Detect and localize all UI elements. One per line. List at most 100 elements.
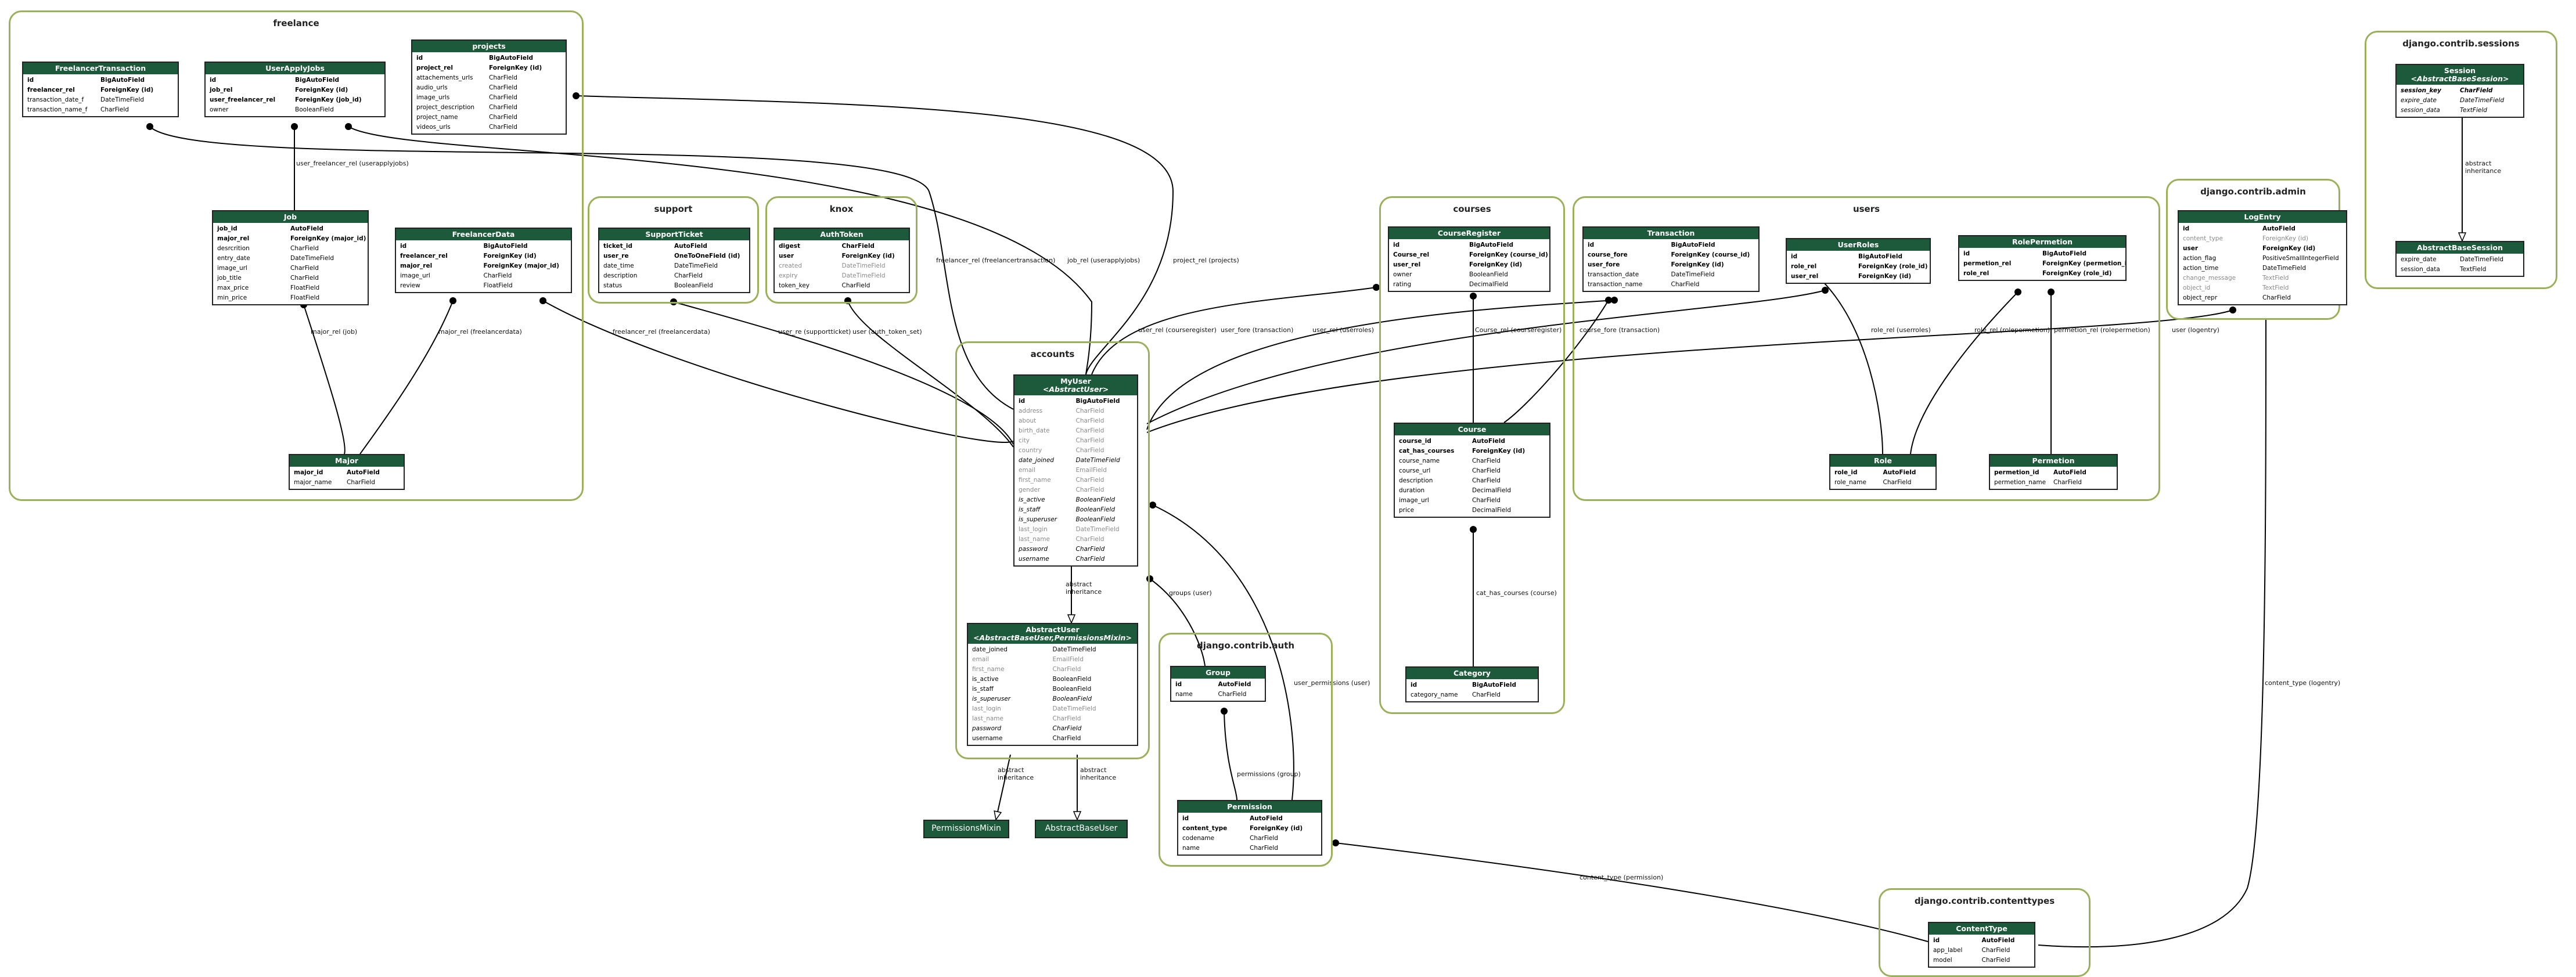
field-type: ForeignKey (role_id) bbox=[2042, 270, 2112, 277]
field-name: change_message bbox=[2183, 275, 2236, 282]
field-type: DateTimeField bbox=[2460, 256, 2504, 263]
edge-e24 bbox=[1152, 504, 1294, 801]
field-type: BooleanField bbox=[295, 106, 334, 113]
field-name: is_superuser bbox=[1019, 516, 1057, 523]
field-type: EmailField bbox=[1052, 656, 1084, 663]
field-name: about bbox=[1019, 417, 1037, 424]
field-type: CharField bbox=[1981, 947, 2010, 954]
field-name: password bbox=[972, 725, 1002, 732]
class-permissionsmixin[interactable]: PermissionsMixin bbox=[923, 820, 1009, 838]
model-title: Transaction bbox=[1584, 228, 1758, 239]
edge-dot bbox=[539, 297, 546, 304]
field-name: id bbox=[27, 77, 34, 84]
field-type: DateTimeField bbox=[290, 255, 334, 262]
field-name: password bbox=[1019, 546, 1048, 553]
field-name: role_rel bbox=[1791, 263, 1817, 270]
field-name: last_login bbox=[1019, 526, 1048, 533]
field-type: CharField bbox=[1218, 691, 1247, 698]
field-name: app_label bbox=[1933, 947, 1963, 954]
field-type: ForeignKey (id) bbox=[295, 86, 348, 93]
inheritance-arrow bbox=[1067, 614, 1076, 624]
cluster-title: django.contrib.auth bbox=[1196, 640, 1295, 651]
field-name: object_repr bbox=[2183, 294, 2218, 301]
edge-dot bbox=[2229, 307, 2236, 313]
model-name: CourseRegister bbox=[1437, 229, 1501, 237]
field-name: id bbox=[1933, 937, 1940, 944]
field-name: address bbox=[1019, 408, 1043, 414]
edge-dot bbox=[1611, 297, 1618, 304]
model-title: FreelancerData bbox=[396, 229, 571, 240]
field-name: last_login bbox=[972, 705, 1001, 712]
field-name: date_joined bbox=[972, 646, 1008, 653]
inheritance-arrow bbox=[2458, 232, 2467, 242]
field-name: expire_date bbox=[2401, 256, 2437, 263]
field-name: category_name bbox=[1411, 691, 1458, 698]
field-name: project_name bbox=[416, 114, 458, 121]
field-type: ForeignKey (id) bbox=[1472, 448, 1526, 455]
edge-e8 bbox=[673, 301, 1014, 445]
field-name: username bbox=[972, 735, 1003, 742]
edge-dot bbox=[1822, 287, 1829, 294]
field-name: image_urls bbox=[416, 94, 450, 101]
field-type: ForeignKey (major_id) bbox=[290, 235, 366, 242]
field-type: CharField bbox=[290, 275, 319, 282]
field-name: course_name bbox=[1399, 457, 1440, 464]
field-type: CharField bbox=[1472, 457, 1501, 464]
class-abstractbaseuser[interactable]: AbstractBaseUser bbox=[1035, 820, 1128, 838]
model-title: UserRoles bbox=[1787, 239, 1930, 251]
field-type: ForeignKey (id) bbox=[100, 86, 154, 93]
field-name: id bbox=[416, 55, 423, 62]
field-name: is_active bbox=[1019, 496, 1045, 503]
field-name: first_name bbox=[1019, 477, 1051, 484]
edge-dot bbox=[146, 123, 153, 130]
field-name: max_price bbox=[217, 284, 249, 291]
field-type: CharField bbox=[290, 265, 319, 272]
field-name: gender bbox=[1019, 486, 1041, 493]
field-name: ticket_id bbox=[603, 243, 633, 250]
cluster-title: accounts bbox=[1030, 349, 1075, 359]
field-type: PositiveSmallIntegerField bbox=[2262, 255, 2339, 262]
field-name: id bbox=[1588, 241, 1595, 248]
model-abstractuser[interactable]: AbstractUser<AbstractBaseUser,Permission… bbox=[967, 623, 1138, 746]
edge-e26 bbox=[1335, 842, 1929, 942]
field-type: ForeignKey (id) bbox=[1250, 825, 1303, 832]
field-type: AutoField bbox=[674, 243, 707, 250]
